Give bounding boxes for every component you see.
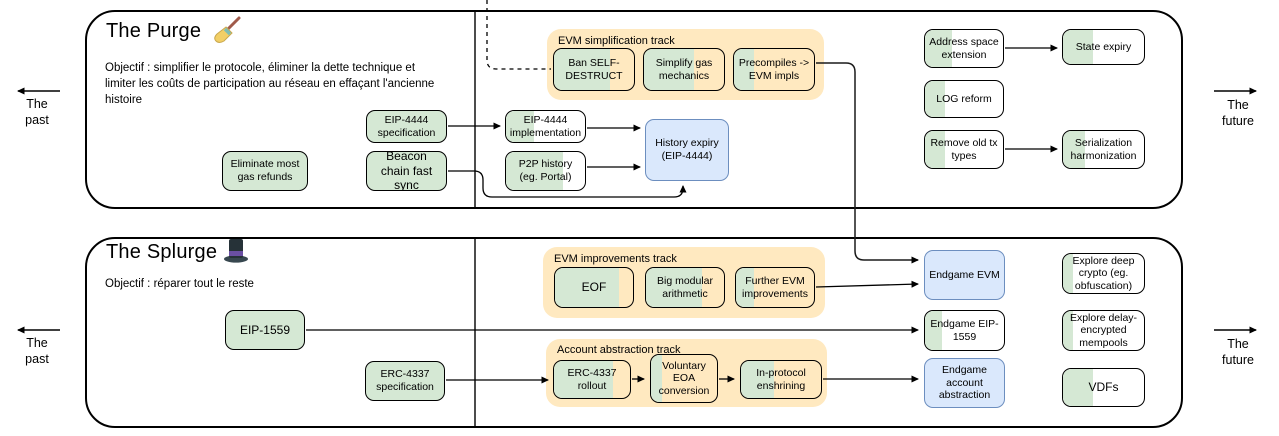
progress-fill [925, 131, 945, 168]
purge-objective: Objectif : simplifier le protocole, élim… [105, 62, 435, 107]
node-label: ERC-4337 rollout [567, 366, 617, 392]
node-erc4337-specification: ERC-4337 specification [365, 361, 445, 401]
progress-fill [651, 355, 663, 402]
past-label-top: The past [25, 97, 49, 127]
node-label: Simplify gas mechanics [655, 56, 713, 82]
node-label: EOF [581, 280, 607, 295]
node-label: Voluntary EOA conversion [658, 359, 710, 397]
node-label: Explore delay-encrypted mempools [1069, 311, 1138, 349]
progress-fill [736, 268, 754, 307]
broom-icon [212, 14, 244, 51]
node-explore-delay-encrypted-mempools: Explore delay-encrypted mempools [1062, 310, 1145, 351]
node-history-expiry: History expiry (EIP-4444) [645, 119, 729, 181]
node-eof: EOF [554, 267, 634, 308]
progress-fill [1063, 131, 1085, 168]
node-label: In-protocol enshrining [756, 366, 806, 392]
node-label: VDFs [1088, 380, 1119, 395]
progress-fill [734, 49, 754, 90]
splurge-title: The Splurge [106, 241, 218, 263]
node-label: P2P history (eg. Portal) [518, 158, 573, 183]
progress-fill [1063, 30, 1093, 64]
node-endgame-account-abstraction: Endgame account abstraction [924, 358, 1005, 408]
node-big-modular-arithmetic: Big modular arithmetic [645, 267, 725, 308]
node-voluntary-eoa-conversion: Voluntary EOA conversion [650, 354, 718, 403]
future-label-top: The future [1222, 98, 1254, 128]
node-label: History expiry (EIP-4444) [655, 137, 719, 162]
progress-fill [554, 361, 613, 398]
track-evm-simplification-label: EVM simplification track [558, 35, 675, 47]
progress-fill [644, 49, 694, 90]
node-beacon-chain-fast-sync: Beacon chain fast sync [366, 151, 447, 191]
node-label: Endgame EIP-1559 [930, 317, 999, 343]
progress-fill [555, 268, 619, 307]
node-label: Serialization harmonization [1070, 136, 1137, 162]
node-label: EIP-4444 implementation [509, 113, 582, 139]
node-vdfs: VDFs [1062, 368, 1145, 407]
progress-fill [1063, 369, 1093, 406]
node-simplify-gas-mechanics: Simplify gas mechanics [643, 48, 725, 91]
node-ban-selfdestruct: Ban SELF-DESTRUCT [553, 48, 635, 91]
node-explore-deep-crypto: Explore deep crypto (eg. obfuscation) [1062, 253, 1145, 294]
node-label: EIP-4444 specification [377, 113, 436, 139]
node-further-evm-improvements: Further EVM improvements [735, 267, 815, 308]
node-address-space-extension: Address space extension [924, 29, 1004, 68]
progress-fill [554, 49, 610, 90]
node-label: Precompiles -> EVM impls [738, 56, 810, 82]
progress-fill [506, 111, 534, 142]
node-label: Beacon chain fast sync [380, 151, 433, 191]
node-in-protocol-enshrining: In-protocol enshrining [740, 360, 822, 399]
node-label: Ban SELF-DESTRUCT [565, 56, 623, 82]
node-label: Further EVM improvements [742, 274, 808, 300]
node-label: State expiry [1075, 40, 1132, 53]
node-eip4444-specification: EIP-4444 specification [366, 110, 447, 143]
node-label: Big modular arithmetic [656, 274, 714, 300]
node-erc4337-rollout: ERC-4337 rollout [553, 360, 631, 399]
node-eliminate-gas-refunds: Eliminate most gas refunds [222, 151, 308, 191]
node-label: ERC-4337 specification [376, 368, 434, 393]
node-label: Explore deep crypto (eg. obfuscation) [1072, 254, 1135, 292]
node-state-expiry: State expiry [1062, 29, 1145, 65]
future-label-bottom: The future [1222, 337, 1254, 367]
splurge-objective: Objectif : réparer tout le reste [105, 278, 254, 290]
node-label: LOG reform [936, 92, 992, 105]
node-log-reform: LOG reform [924, 80, 1004, 118]
progress-fill [646, 268, 703, 307]
track-account-abstraction-label: Account abstraction track [557, 344, 681, 356]
node-serialization-harmonization: Serialization harmonization [1062, 130, 1145, 169]
node-p2p-history: P2P history (eg. Portal) [505, 151, 586, 191]
node-label: Endgame EVM [929, 268, 1000, 281]
node-label: Eliminate most gas refunds [230, 158, 300, 183]
node-label: EIP-1559 [239, 322, 291, 337]
progress-fill [1063, 311, 1073, 350]
track-evm-improvements-label: EVM improvements track [554, 253, 677, 265]
node-label: Address space extension [929, 35, 999, 61]
past-label-bottom: The past [25, 336, 49, 366]
progress-fill [925, 30, 953, 67]
node-precompiles-evm-impls: Precompiles -> EVM impls [733, 48, 815, 91]
node-remove-old-tx-types: Remove old tx types [924, 130, 1004, 169]
node-label: Remove old tx types [930, 136, 998, 162]
node-endgame-evm: Endgame EVM [924, 250, 1005, 300]
node-label: Endgame account abstraction [938, 364, 991, 402]
progress-fill [925, 311, 943, 350]
top-hat-icon [220, 234, 252, 271]
progress-fill [925, 81, 945, 117]
node-eip1559: EIP-1559 [225, 310, 305, 350]
progress-fill [506, 152, 563, 190]
purge-title: The Purge [106, 20, 202, 42]
progress-fill [741, 361, 774, 398]
node-endgame-eip1559: Endgame EIP-1559 [924, 310, 1005, 351]
node-eip4444-implementation: EIP-4444 implementation [505, 110, 586, 143]
progress-fill [1063, 254, 1073, 293]
